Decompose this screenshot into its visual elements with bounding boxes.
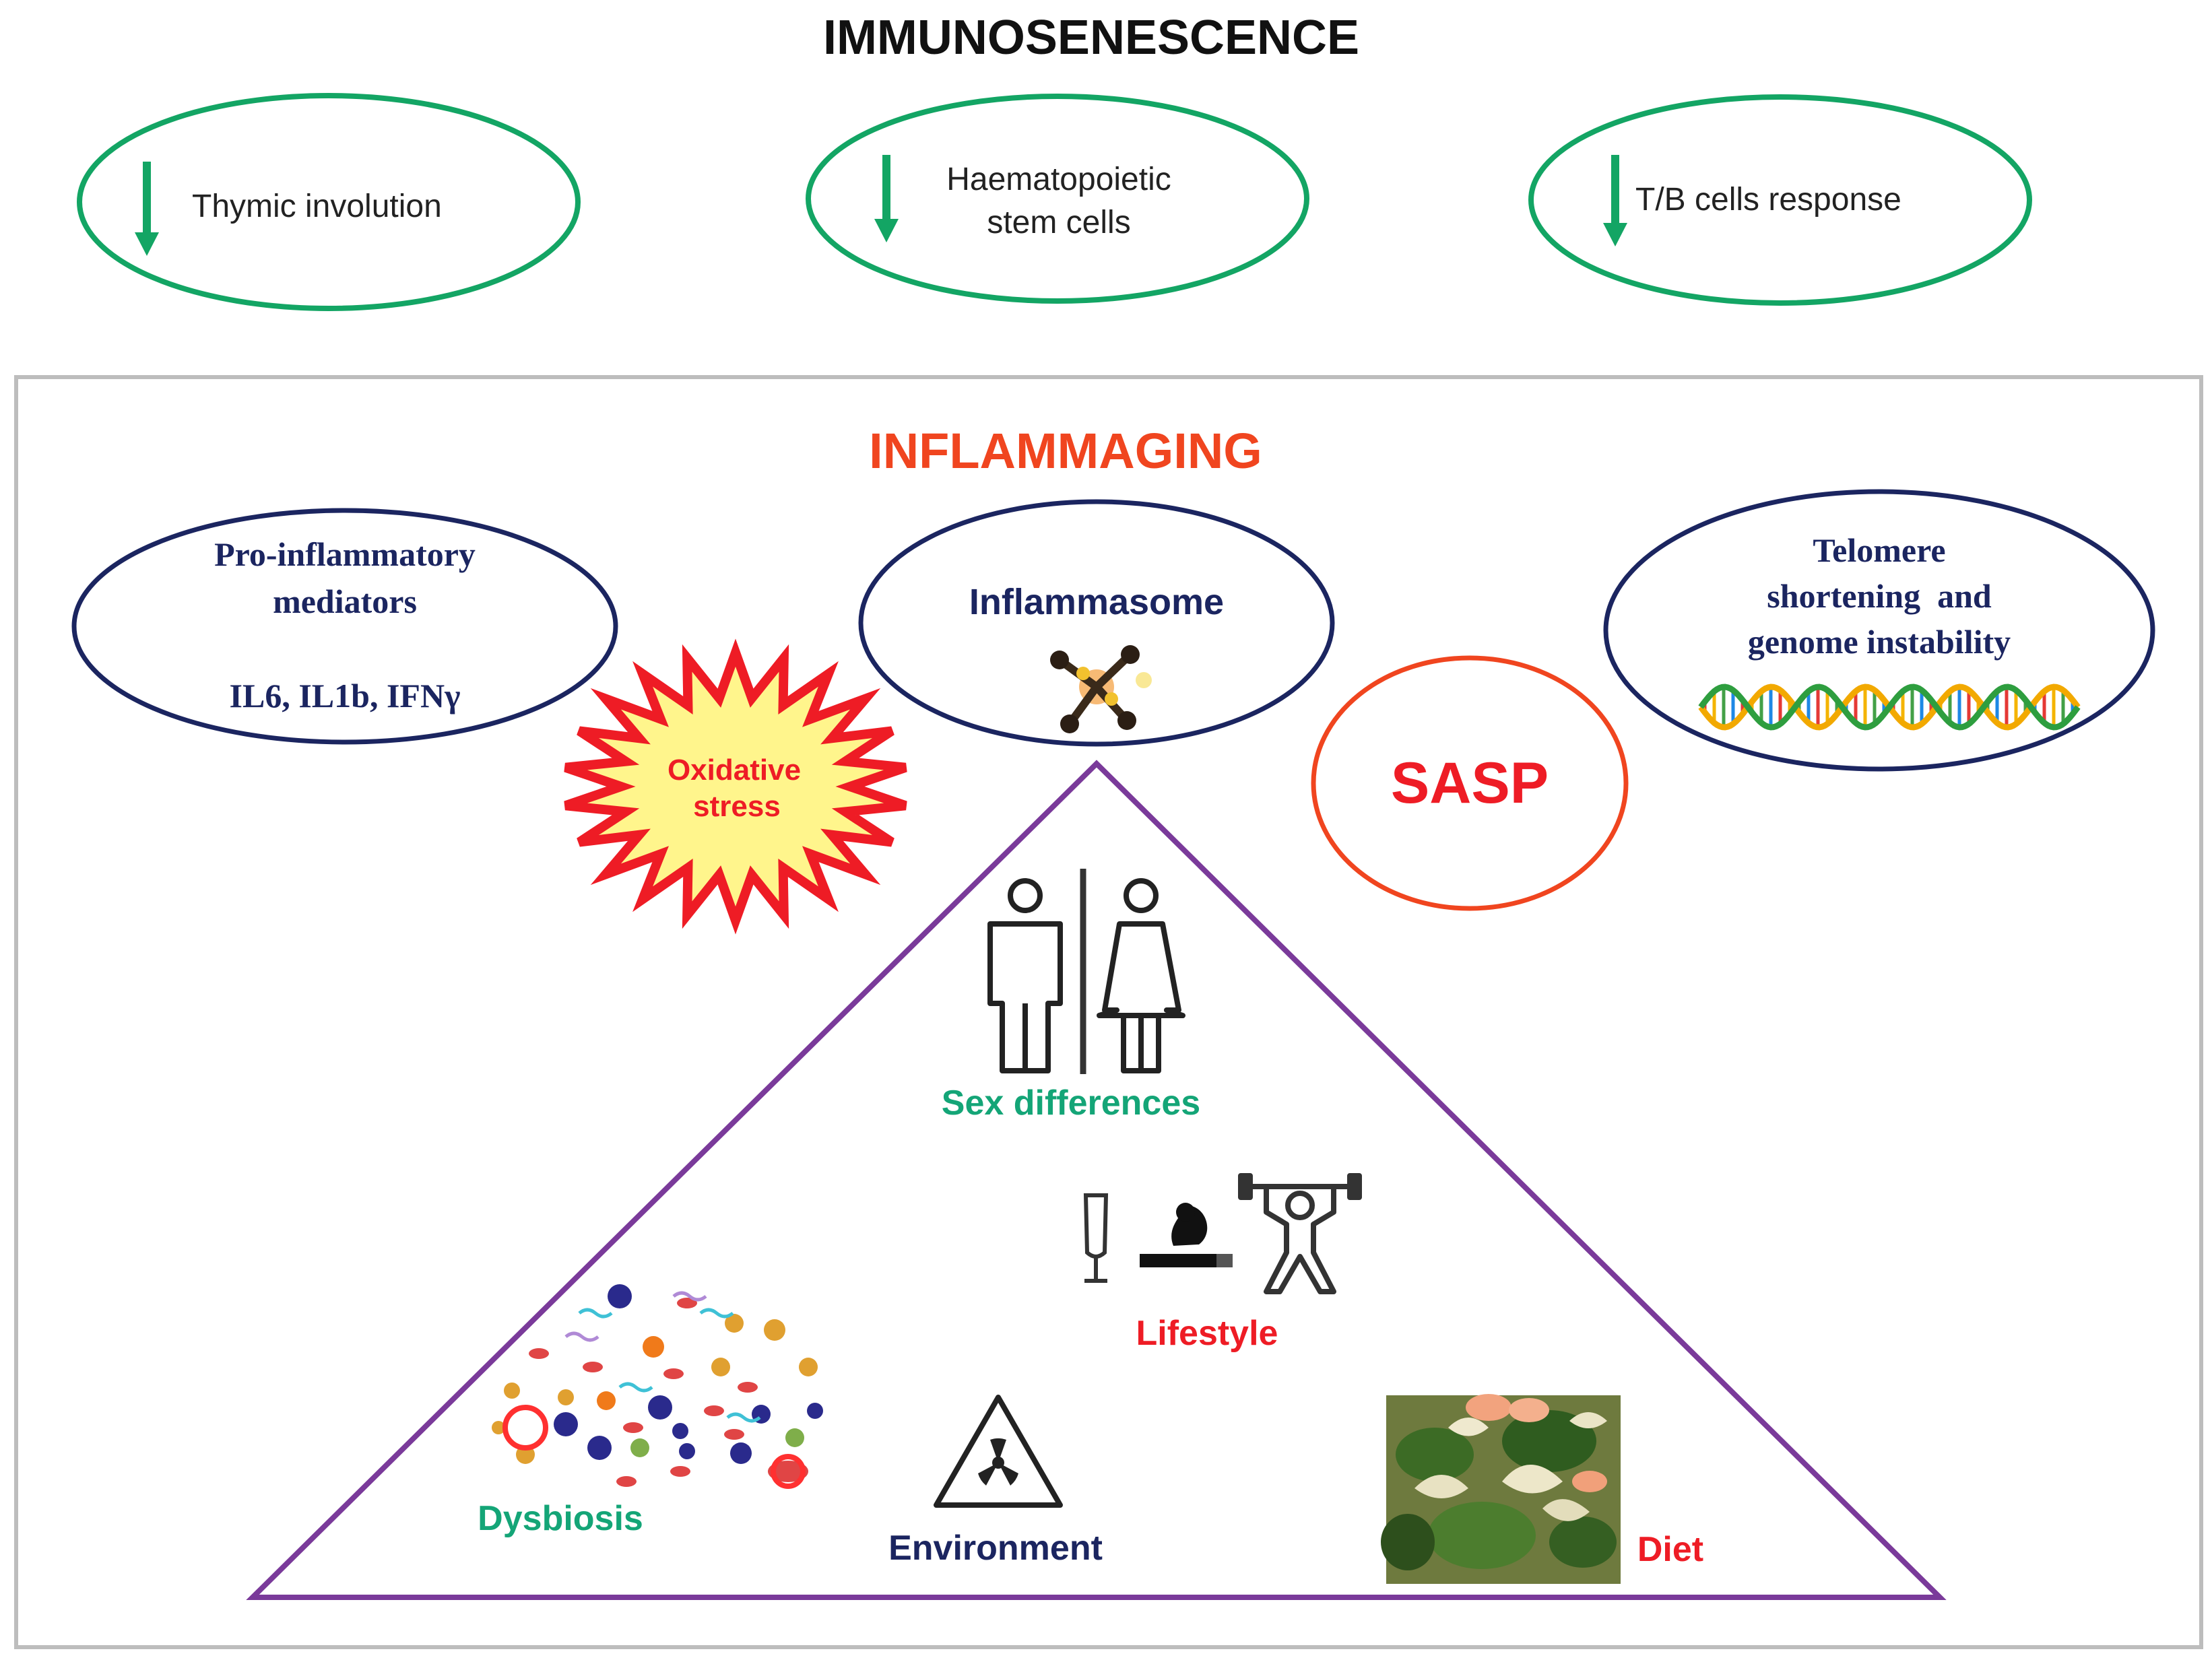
microbe-flagella (564, 1331, 599, 1342)
microbe-cell (492, 1421, 505, 1434)
microbe-cell (623, 1422, 643, 1433)
microbiota-cluster-icon (492, 1284, 823, 1489)
microbe-cell (583, 1362, 603, 1372)
microbe-cell (679, 1443, 695, 1459)
microbe-cell (558, 1389, 574, 1405)
environment-label: Environment (888, 1529, 1103, 1568)
lifestyle-label: Lifestyle (1136, 1314, 1278, 1353)
microbe-cell (529, 1348, 549, 1359)
down-arrow-icon (874, 155, 899, 242)
starburst-shape (564, 638, 907, 935)
sasp-node: SASP (1311, 655, 1629, 911)
microbe-flagella (618, 1382, 653, 1393)
microbe-flagella (578, 1308, 613, 1319)
microbe-cell (643, 1336, 664, 1358)
man-woman-icon (987, 869, 1185, 1074)
sex-differences-label: Sex differences (942, 1084, 1200, 1123)
microbe-cell (597, 1391, 616, 1410)
down-arrow-icon (135, 162, 159, 256)
inflammaging-frame (14, 375, 2203, 1649)
dna-helix-icon (1698, 684, 2081, 731)
microbe-cell (670, 1466, 690, 1477)
wine-glass-icon (1083, 1193, 1109, 1283)
radiation-warning-icon (934, 1395, 1063, 1508)
microbe-flagella (726, 1412, 761, 1423)
microbe-cell (764, 1319, 785, 1341)
pro-inflammatory-detail: IL6, IL1b, IFNγ (230, 677, 461, 714)
pro-inflammatory-line2: mediators (273, 583, 417, 620)
microbe-cell (648, 1395, 672, 1420)
microbe-cell (504, 1383, 520, 1399)
microbe-cell (677, 1298, 697, 1308)
telomere-line3: genome instability (1748, 623, 2011, 661)
inflammasome-label: Inflammasome (969, 582, 1224, 622)
tb-cells-response-node: T/B cells response (1528, 94, 2032, 306)
microbe-flagella (699, 1308, 734, 1319)
cigarette-icon (1140, 1203, 1233, 1267)
microbe-cell (608, 1284, 632, 1308)
haematopoietic-label-line1: Haematopoietic (946, 162, 1171, 197)
telomere-node: Telomere shortening and genome instabili… (1603, 489, 2155, 772)
microbe-cell (630, 1438, 649, 1457)
thymic-involution-node: Thymic involution (77, 93, 581, 311)
weightlifter-icon (1238, 1173, 1362, 1294)
immunosenescence-title: IMMUNOSENESCENCE (823, 11, 1359, 65)
salad-dish-icon (1381, 1394, 1621, 1584)
tb-cells-label: T/B cells response (1635, 182, 1901, 218)
microbe-cell (672, 1423, 688, 1439)
microbe-cell (730, 1442, 752, 1464)
microbe-cell (663, 1368, 684, 1379)
pro-inflammatory-node: Pro-inflammatory mediators IL6, IL1b, IF… (71, 508, 618, 745)
microbe-cell (785, 1428, 804, 1447)
telomere-line2: shortening and (1767, 577, 1992, 615)
haematopoietic-label-line2: stem cells (987, 205, 1130, 240)
microbe-cell (768, 1461, 808, 1482)
microbe-cell (616, 1476, 637, 1487)
microbe-cell (725, 1314, 744, 1333)
dna-strand (1698, 684, 2081, 731)
sasp-label: SASP (1391, 751, 1549, 816)
microbe-cell (724, 1429, 744, 1440)
microbe-cell (587, 1436, 612, 1460)
thymic-involution-label: Thymic involution (192, 189, 442, 224)
oxidative-stress-line1: Oxidative (668, 754, 801, 787)
telomere-line1: Telomere (1813, 531, 1945, 569)
microbe-ring (771, 1454, 806, 1489)
microbe-cell (554, 1412, 578, 1436)
microbe-cell (738, 1382, 758, 1393)
haematopoietic-stem-cells-node: Haematopoietic stem cells (806, 94, 1309, 304)
oxidative-stress-line2: stress (693, 790, 781, 823)
inflammasome-complex-icon (1050, 645, 1152, 733)
microbe-cell (807, 1403, 823, 1419)
dysbiosis-label: Dysbiosis (478, 1499, 643, 1538)
pro-inflammatory-line1: Pro-inflammatory (214, 535, 476, 573)
microbe-flagella (672, 1291, 707, 1302)
microbe-cell (711, 1358, 730, 1376)
oxidative-stress-node: Oxidative stress (564, 638, 907, 935)
factors-triangle (246, 760, 1947, 1600)
down-arrow-icon (1603, 155, 1627, 246)
microbe-cell (799, 1358, 818, 1376)
inflammasome-node: Inflammasome (858, 499, 1335, 747)
diet-label: Diet (1637, 1530, 1703, 1569)
inflammaging-title: INFLAMMAGING (869, 423, 1262, 479)
microbe-ring (502, 1405, 548, 1451)
microbe-cell (704, 1405, 724, 1416)
